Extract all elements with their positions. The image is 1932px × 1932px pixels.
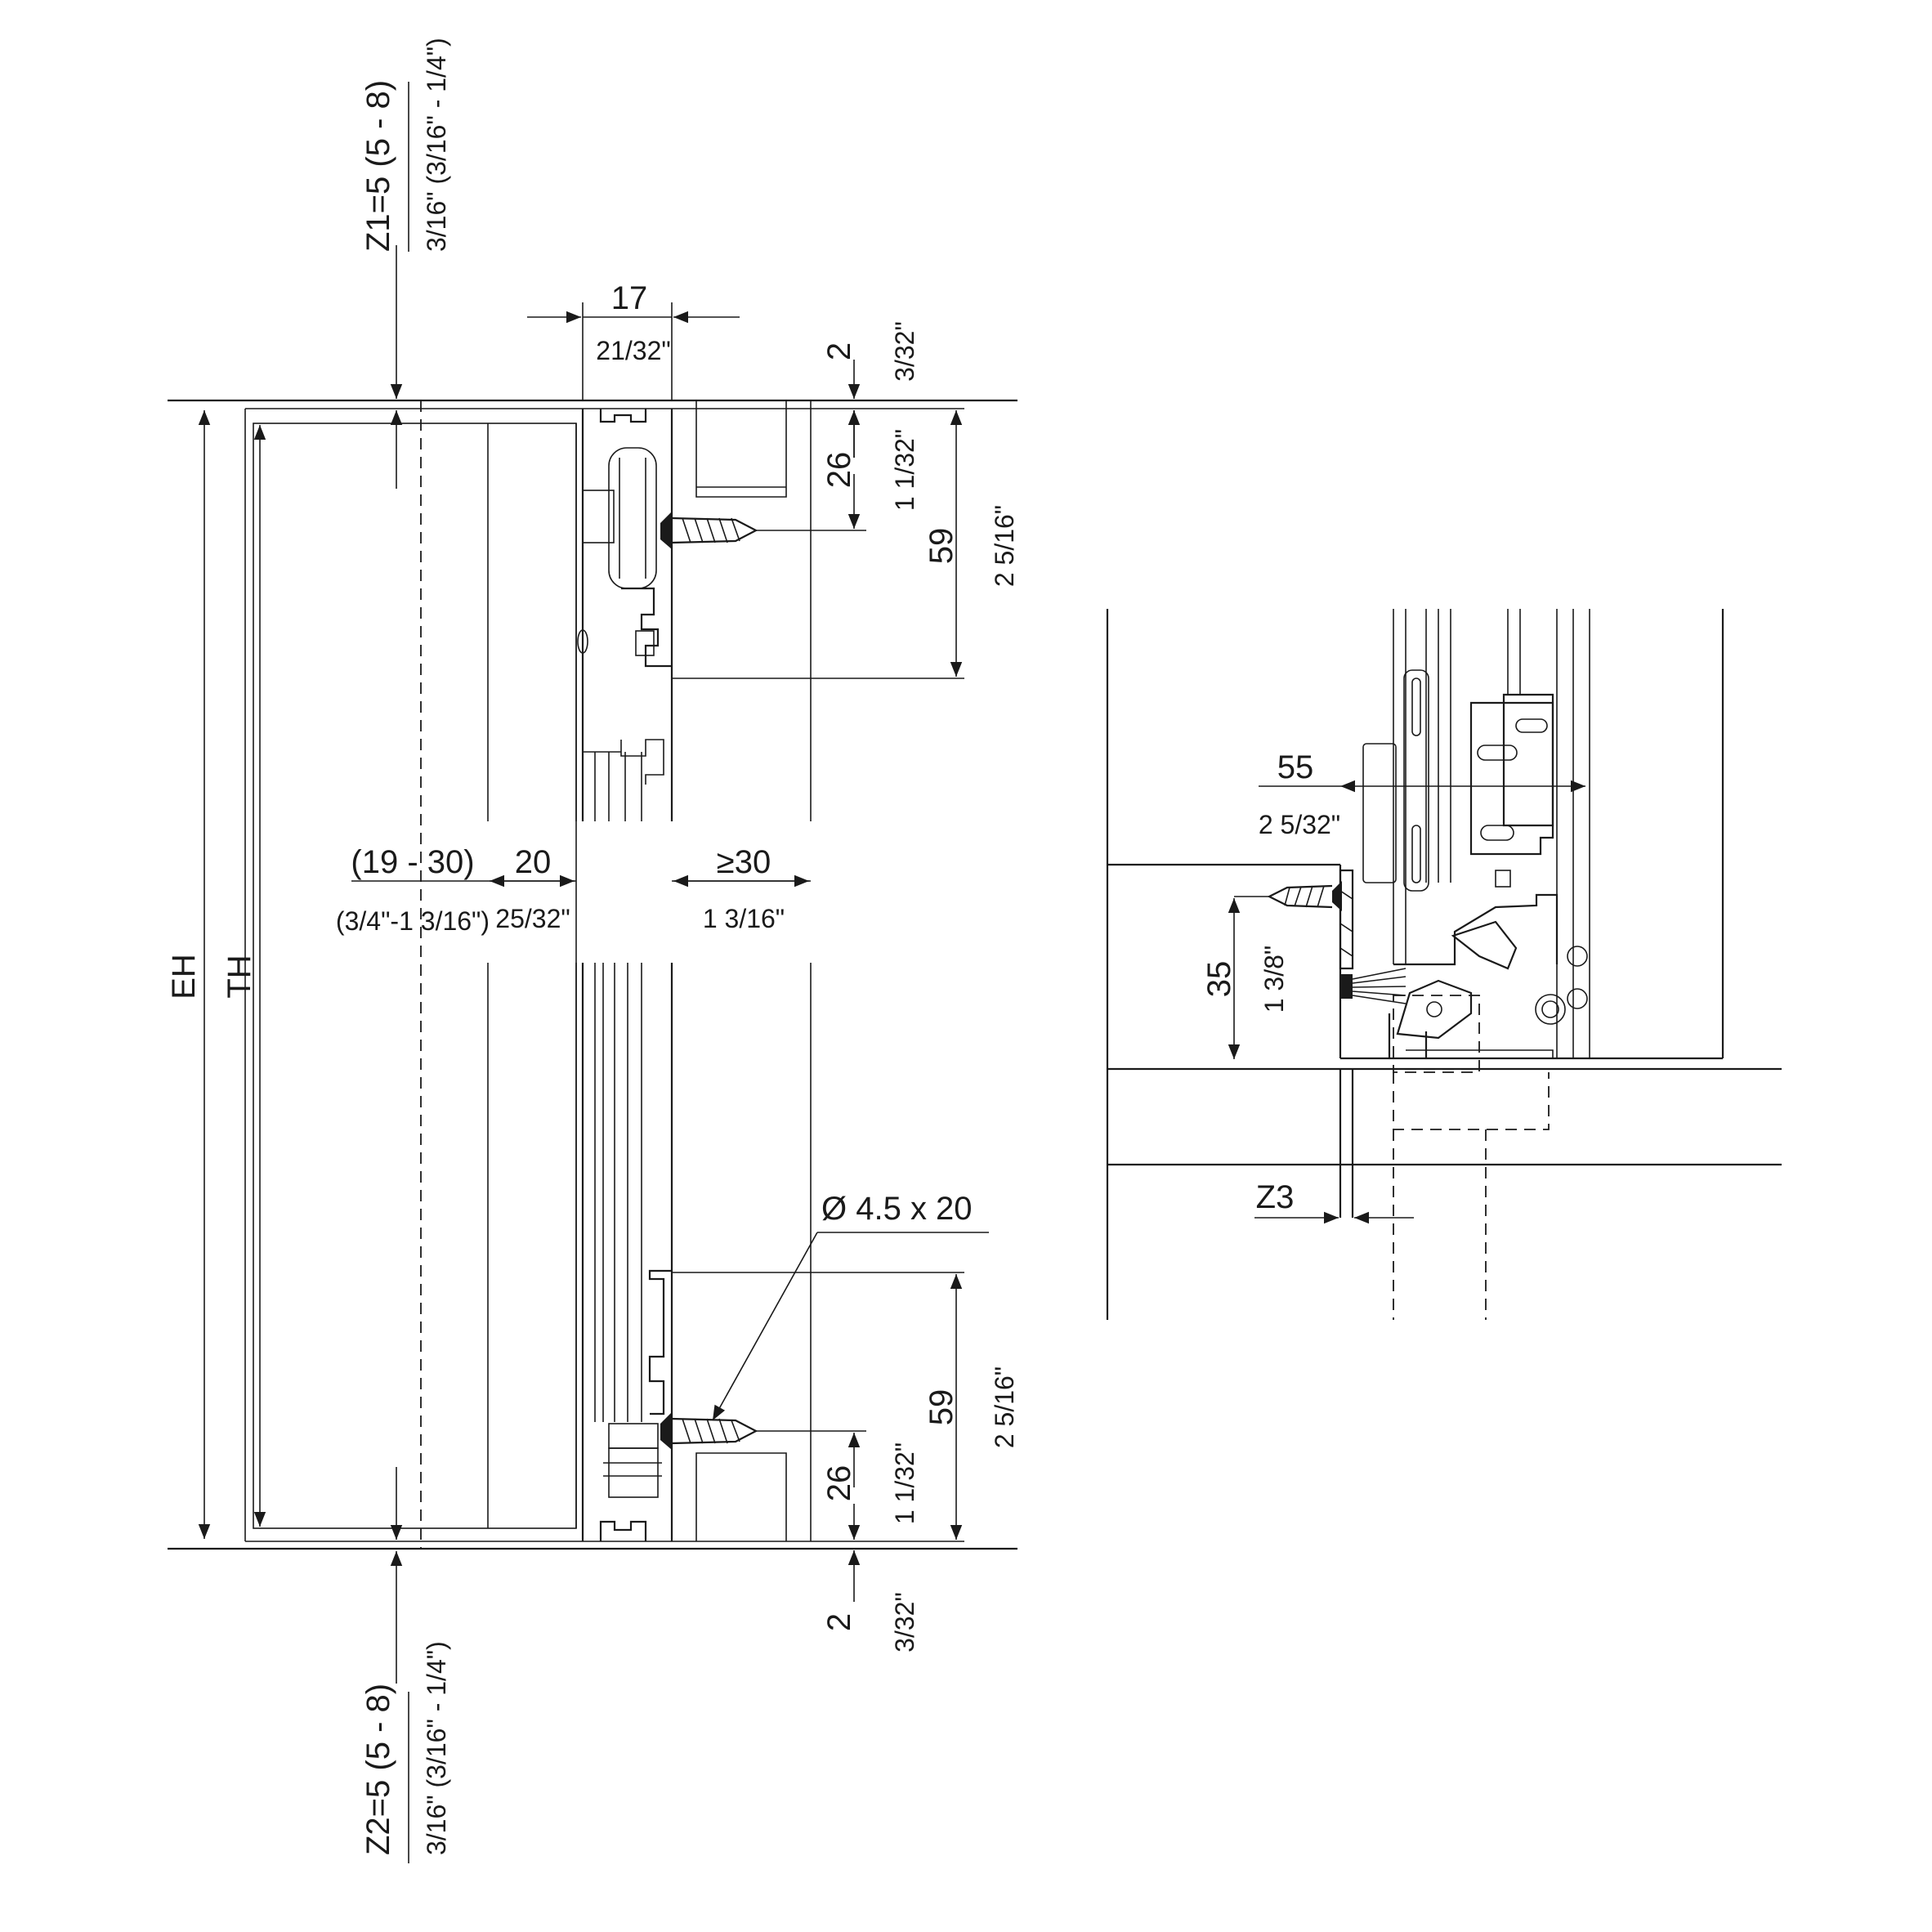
dim-20: 20: [515, 844, 552, 880]
dim-panel-range-inch: (3/4"-1 3/16"): [336, 906, 490, 936]
soft-close-mechanism: [1339, 669, 1588, 1059]
screw-callout: Ø 4.5 x 20: [821, 1191, 973, 1227]
side-screw: [1267, 881, 1342, 911]
dim-17-inch: 21/32": [596, 336, 670, 365]
dim-26-bottom: 26: [821, 1465, 857, 1502]
dim-35-inch: 1 3/8": [1259, 946, 1289, 1013]
dim-26-top-inch: 1 1/32": [890, 429, 919, 511]
dim-26-top: 26: [821, 452, 857, 489]
bottom-guide-assembly: [599, 1269, 672, 1541]
screw-leader: [712, 1232, 818, 1421]
bottom-cabinet-block: [695, 1452, 787, 1541]
z3-label: Z3: [1256, 1179, 1295, 1215]
z1-inch-label: 3/16" (3/16" - 1/4"): [422, 38, 451, 252]
top-screw: [660, 512, 758, 549]
dim-26-bottom-inch: 1 1/32": [890, 1442, 919, 1524]
dim-17: 17: [611, 280, 648, 316]
dim-2-top: 2: [821, 342, 857, 360]
z1-label: Z1=5 (5 - 8): [360, 80, 396, 252]
dim-20-inch: 25/32": [495, 904, 570, 933]
dim-59-bottom: 59: [924, 1389, 959, 1426]
dim-59-top: 59: [924, 528, 959, 565]
dim-2-bottom: 2: [821, 1613, 857, 1631]
z2-inch-label: 3/16" (3/16" - 1/4"): [422, 1641, 451, 1855]
bottom-screw: [660, 1412, 758, 1450]
dim-2-top-inch: 3/32": [890, 321, 919, 382]
dim-55: 55: [1277, 749, 1314, 785]
dim-2-bottom-inch: 3/32": [890, 1592, 919, 1652]
front-section-view: EH TH Z1=5 (5 - 8) 3/16" (3/16" - 1/4") …: [166, 38, 1019, 1863]
door-panel-outline: [253, 423, 577, 1529]
z2-label: Z2=5 (5 - 8): [360, 1684, 396, 1855]
dim-59-top-inch: 2 5/16": [990, 505, 1019, 587]
dim-35: 35: [1201, 961, 1237, 998]
dim-59-bottom-inch: 2 5/16": [990, 1366, 1019, 1448]
side-section-view: 55 2 5/32" 35 1 3/8" Z3: [1106, 609, 1782, 1320]
dim-55-inch: 2 5/32": [1259, 810, 1340, 839]
top-cabinet-block: [695, 400, 787, 498]
eh-label: EH: [166, 954, 202, 1000]
top-roller-assembly: [577, 409, 672, 785]
dim-clearance-inch: 1 3/16": [703, 904, 785, 933]
dim-panel-range: (19 - 30): [351, 844, 474, 880]
th-label: TH: [221, 955, 257, 998]
dim-clearance: ≥30: [717, 844, 771, 880]
